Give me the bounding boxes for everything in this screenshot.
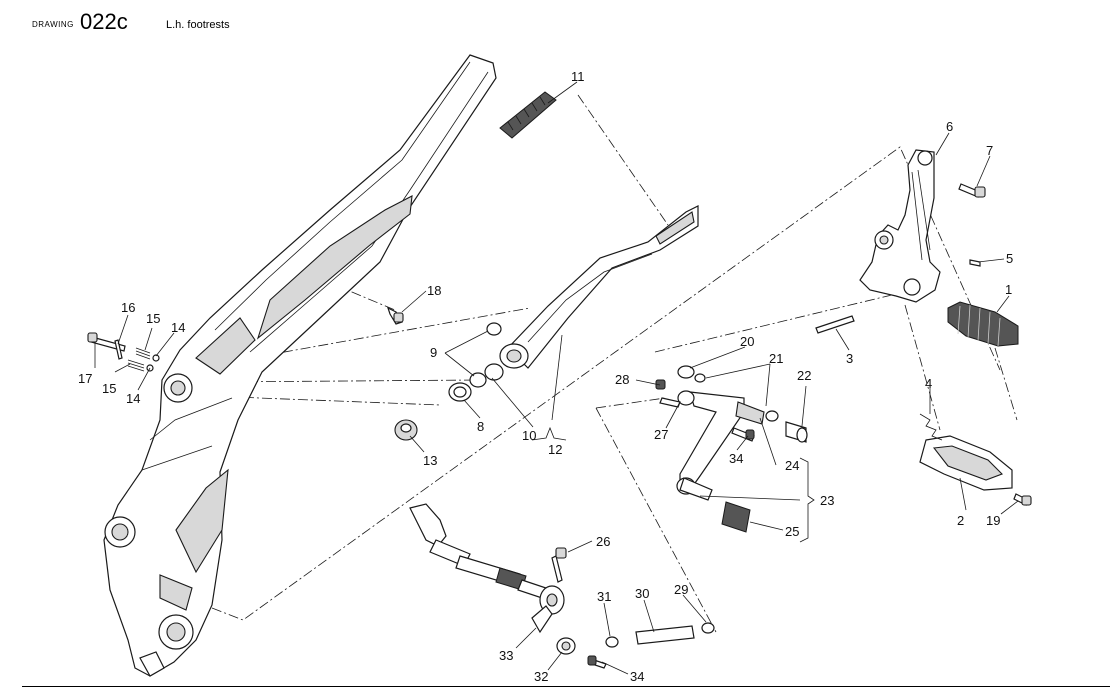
callout-19: 19 <box>986 513 1000 528</box>
callout-14-lower: 14 <box>126 391 140 406</box>
gear-linkage <box>655 365 808 533</box>
callout-32: 32 <box>534 669 548 684</box>
callout-34-lower: 34 <box>630 669 644 684</box>
gear-pedal-rubber <box>499 91 557 139</box>
callout-24: 24 <box>785 458 799 473</box>
callout-1: 1 <box>1005 282 1012 297</box>
callout-15-upper: 15 <box>146 311 160 326</box>
callout-20: 20 <box>740 334 754 349</box>
callout-5: 5 <box>1006 251 1013 266</box>
callout-13: 13 <box>423 453 437 468</box>
drawing-number: 022c <box>80 9 128 34</box>
callout-18: 18 <box>427 283 441 298</box>
callout-9: 9 <box>430 345 437 360</box>
callout-33: 33 <box>499 648 513 663</box>
callout-15-lower: 15 <box>102 381 116 396</box>
callout-14-upper: 14 <box>171 320 185 335</box>
gear-pedal-lever <box>499 205 699 369</box>
callout-3: 3 <box>846 351 853 366</box>
callout-8: 8 <box>477 419 484 434</box>
footpeg-bracket <box>859 149 941 303</box>
leader-lines <box>94 81 1019 675</box>
callout-2: 2 <box>957 513 964 528</box>
callout-11: 11 <box>571 69 585 84</box>
callout-28: 28 <box>615 372 629 387</box>
drawing-header: DRAWING 022c L.h. footrests <box>0 0 1110 40</box>
callout-labels: 1 2 3 4 5 6 7 8 9 10 11 12 13 14 14 15 1… <box>78 69 1013 684</box>
callout-29: 29 <box>674 582 688 597</box>
callout-12: 12 <box>548 442 562 457</box>
callout-30: 30 <box>635 586 649 601</box>
callout-34-upper: 34 <box>729 451 743 466</box>
footpeg <box>919 413 1032 506</box>
callout-31: 31 <box>597 589 611 604</box>
small-hardware-pivot <box>87 332 160 372</box>
footrest-hanger-bracket <box>103 54 497 677</box>
bracket-bolts <box>958 183 986 267</box>
gear-selector-shaft <box>409 503 715 669</box>
footpeg-rubber <box>947 301 1019 347</box>
callout-21: 21 <box>769 351 783 366</box>
footpeg-pin <box>815 315 855 334</box>
callout-7: 7 <box>986 143 993 158</box>
callout-16: 16 <box>121 300 135 315</box>
drawing-label: DRAWING <box>32 20 74 29</box>
bottom-rule <box>22 686 1110 687</box>
assembly-dash-lines <box>207 94 1018 633</box>
callout-27: 27 <box>654 427 668 442</box>
callout-25: 25 <box>785 524 799 539</box>
callout-6: 6 <box>946 119 953 134</box>
callout-17: 17 <box>78 371 92 386</box>
small-hardware-left <box>386 306 504 441</box>
callout-26: 26 <box>596 534 610 549</box>
callout-23: 23 <box>820 493 834 508</box>
callout-4: 4 <box>925 376 932 391</box>
callout-10: 10 <box>522 428 536 443</box>
drawing-title: L.h. footrests <box>166 19 230 31</box>
callout-22: 22 <box>797 368 811 383</box>
